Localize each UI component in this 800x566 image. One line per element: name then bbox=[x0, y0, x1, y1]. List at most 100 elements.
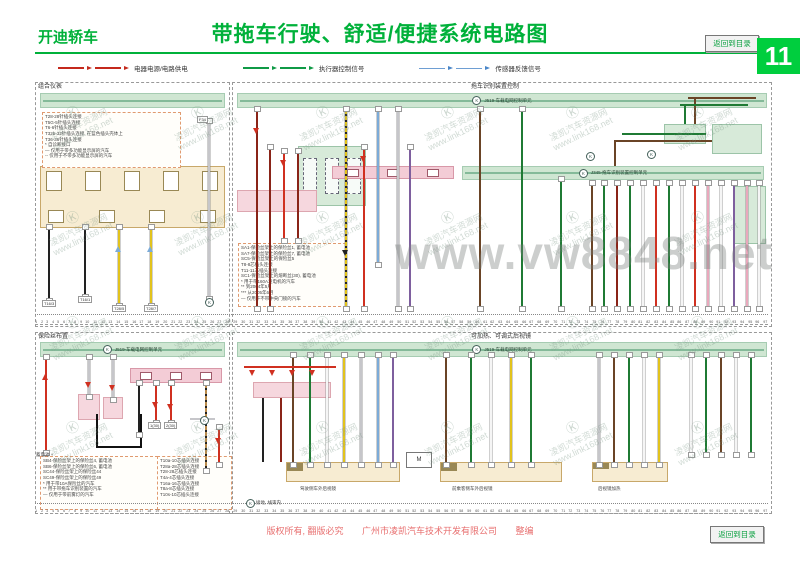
note-line: T5G-5针插头连接 bbox=[45, 119, 81, 125]
track-number: 5 bbox=[57, 319, 60, 324]
track-number: 58 bbox=[459, 319, 464, 324]
connector-pin bbox=[358, 352, 365, 358]
wire bbox=[720, 184, 722, 306]
track-number: 4 bbox=[51, 319, 54, 324]
track-number: 59 bbox=[467, 508, 472, 513]
connector-pin bbox=[341, 352, 348, 358]
note-line: T28-28芯插头连接 bbox=[160, 469, 197, 475]
pin-label: T28/5 bbox=[112, 305, 127, 312]
return-to-catalog-button-bottom[interactable]: 返回到目录 bbox=[710, 526, 764, 543]
busbar-line bbox=[43, 99, 222, 102]
track-number: 43 bbox=[342, 319, 347, 324]
track-number: 83 bbox=[654, 319, 659, 324]
pin-label: 驾驶侧车外后视镜 bbox=[300, 486, 336, 491]
connector-pin bbox=[653, 180, 660, 186]
track-number: 9 bbox=[79, 319, 82, 324]
track-number: 84 bbox=[662, 508, 667, 513]
track-number: 92 bbox=[724, 508, 729, 513]
track-number: 69 bbox=[545, 508, 550, 513]
pin-label: T16/3 bbox=[42, 300, 57, 307]
connector-pin bbox=[589, 306, 596, 312]
flow-arrow-icon bbox=[167, 404, 173, 410]
track-number: 34 bbox=[272, 508, 277, 513]
k-logo-icon: K bbox=[102, 345, 112, 354]
legend-label: 电器电源/电路供电 bbox=[134, 66, 188, 73]
connector-pin bbox=[110, 397, 117, 403]
track-number: 75 bbox=[591, 508, 596, 513]
flow-arrow-icon bbox=[249, 370, 255, 376]
wire bbox=[409, 148, 411, 306]
track-number: 77 bbox=[607, 508, 612, 513]
track-number: 40 bbox=[319, 319, 324, 324]
k-logo-icon: K bbox=[205, 298, 214, 307]
track-number: 93 bbox=[732, 508, 737, 513]
wire bbox=[694, 97, 696, 124]
busbar-label: J519-车载电网控制单元 bbox=[484, 346, 532, 352]
track-number: 60 bbox=[474, 319, 479, 324]
component-cell bbox=[200, 371, 212, 380]
track-number: 60 bbox=[474, 508, 479, 513]
connector-pin bbox=[688, 352, 695, 358]
track-number: 62 bbox=[490, 508, 495, 513]
track-number: 8 bbox=[74, 508, 77, 513]
track-number: 11 bbox=[93, 508, 97, 513]
legend-line bbox=[419, 67, 446, 69]
pinkstrip-box bbox=[130, 368, 222, 383]
track-number: 32 bbox=[256, 508, 261, 513]
track-number: 3 bbox=[46, 508, 49, 513]
track-number: 71 bbox=[560, 319, 565, 324]
wire bbox=[614, 140, 616, 166]
pink-box bbox=[237, 190, 317, 212]
k-logo-icon: K bbox=[647, 150, 656, 159]
note-line: T6-6针插头连接 bbox=[45, 125, 77, 131]
pin-label: F34 bbox=[197, 116, 208, 123]
track-number: 36 bbox=[287, 508, 292, 513]
track-number: 42 bbox=[334, 508, 339, 513]
component-cell bbox=[48, 210, 64, 223]
note-line: T16a-16芯插头连接 bbox=[160, 480, 200, 486]
connector-pin bbox=[267, 306, 274, 312]
track-number: 65 bbox=[513, 508, 518, 513]
track-number: 22 bbox=[178, 319, 183, 324]
connector-pin bbox=[703, 352, 710, 358]
track-number: 61 bbox=[482, 319, 487, 324]
flow-arrow-icon bbox=[152, 402, 158, 408]
k-logo-icon: K bbox=[246, 499, 255, 508]
connector-pin bbox=[705, 180, 712, 186]
connector-pin bbox=[254, 306, 261, 312]
wire bbox=[84, 228, 86, 294]
wire bbox=[269, 148, 271, 306]
track-number: 49 bbox=[389, 319, 394, 324]
track-number: 19 bbox=[155, 319, 160, 324]
track-number: 93 bbox=[732, 319, 737, 324]
return-to-catalog-button-top[interactable]: 返回到目录 bbox=[705, 35, 759, 52]
track-number: 75 bbox=[591, 319, 596, 324]
track-number: 24 bbox=[194, 319, 199, 324]
connector-pin bbox=[733, 452, 740, 458]
track-number: 16 bbox=[131, 319, 136, 324]
wire bbox=[490, 356, 492, 462]
page-title: 带拖车行驶、舒适/便捷系统电路图 bbox=[211, 23, 549, 46]
busbar-label: J519-车载电网控制单元 bbox=[114, 346, 163, 352]
wire bbox=[655, 184, 657, 306]
wire bbox=[479, 110, 481, 306]
legend-line bbox=[456, 67, 483, 69]
track-number: 89 bbox=[701, 319, 706, 324]
wire bbox=[616, 184, 618, 306]
connector-pin bbox=[203, 468, 210, 474]
note-line: T8a-8芯插头连接 bbox=[160, 486, 195, 492]
wire bbox=[112, 358, 114, 397]
wire bbox=[746, 184, 748, 306]
wire bbox=[598, 356, 600, 462]
wire bbox=[360, 356, 362, 462]
bracket-box bbox=[96, 414, 142, 448]
wire-horizontal bbox=[680, 104, 748, 106]
connector-pin bbox=[390, 462, 397, 468]
track-number: 47 bbox=[373, 319, 378, 324]
footer-copyright: 版权所有, 翻版必究 bbox=[266, 526, 344, 536]
wire bbox=[326, 356, 328, 462]
track-number: 41 bbox=[326, 508, 331, 513]
wire bbox=[470, 356, 472, 462]
track-number: 21 bbox=[170, 319, 175, 324]
